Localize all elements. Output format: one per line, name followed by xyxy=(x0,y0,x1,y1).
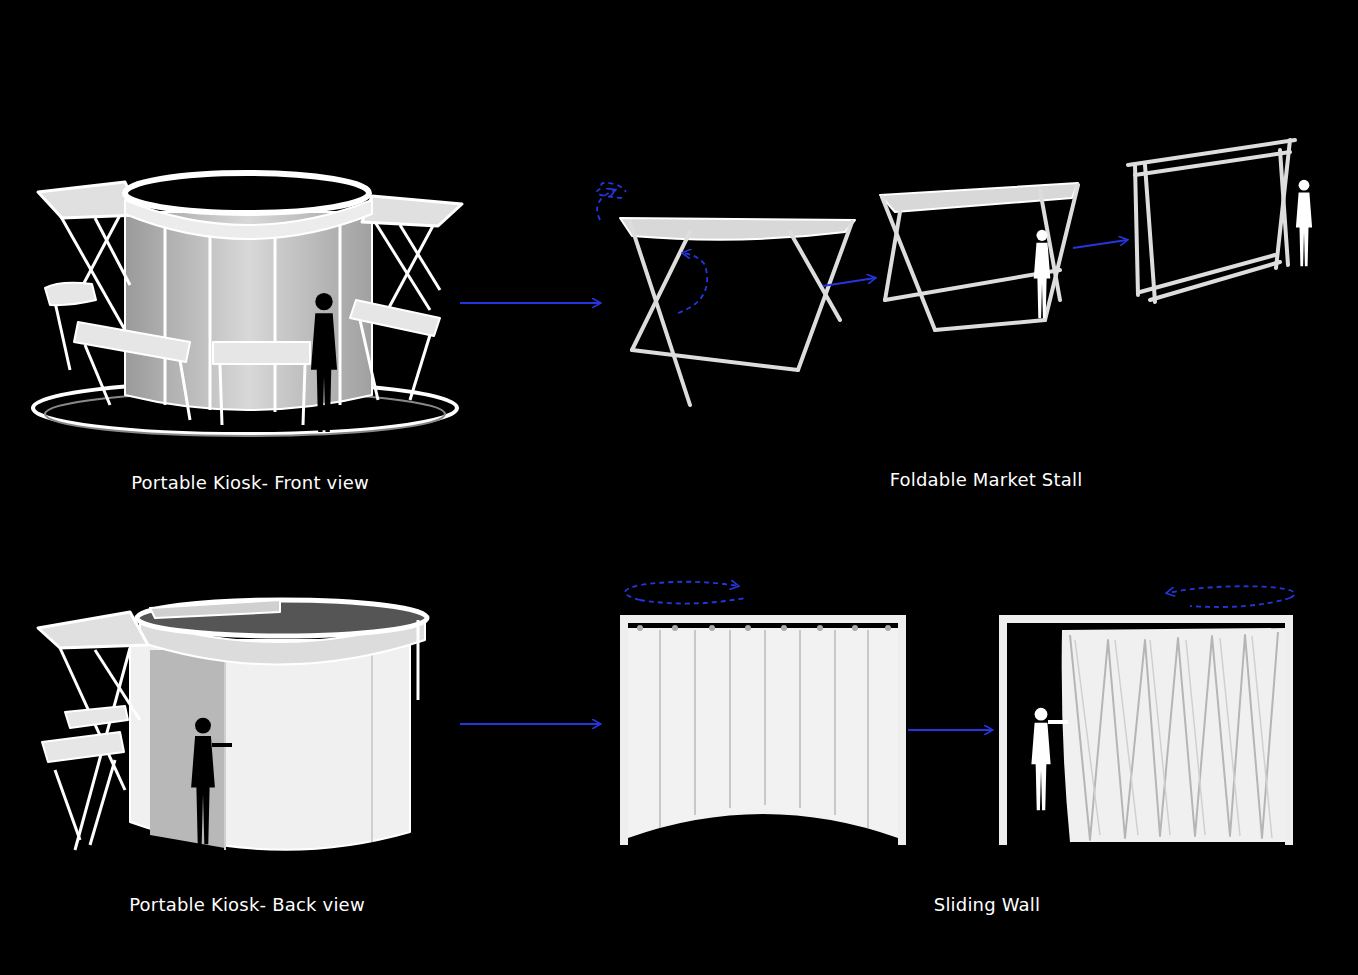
market-stall xyxy=(620,140,1312,405)
caption: Portable Kiosk- Back view xyxy=(129,894,365,915)
sliding-wall xyxy=(620,615,1293,845)
caption: Sliding Wall xyxy=(934,894,1041,915)
caption: Portable Kiosk- Front view xyxy=(131,472,369,493)
transition-arrows xyxy=(460,183,1295,730)
kiosk-back xyxy=(38,600,427,850)
caption: Foldable Market Stall xyxy=(890,469,1083,490)
kiosk-front xyxy=(33,173,462,436)
